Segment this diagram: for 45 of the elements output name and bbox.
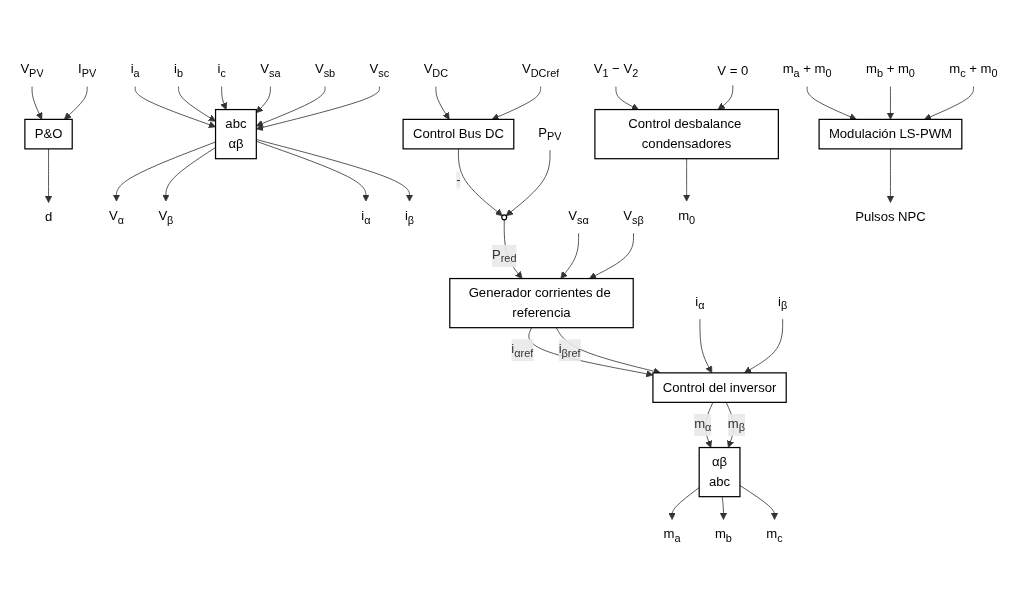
node-box: P&O <box>24 119 73 150</box>
node-text: m$_{a}$ + m$_{0}$ <box>782 62 832 80</box>
node-box: Modulación LS-PWM <box>818 119 963 150</box>
node-text: V$_{DC}$ <box>423 62 449 80</box>
node-text: I$_{PV}$ <box>78 62 97 80</box>
node-text: d <box>44 210 53 225</box>
node-text: m$_{c}$ + m$_{0}$ <box>949 62 998 80</box>
node-text: P$_{PV}$ <box>538 125 562 144</box>
node-text: m$_{0}$ <box>678 209 696 227</box>
node-box: Control Bus DC <box>402 119 515 150</box>
node-text: i$_{β}$ <box>404 209 415 227</box>
node-circle <box>501 214 508 221</box>
edge-label: P$_{red}$ <box>491 247 517 266</box>
node-text: m$_{b}$ + m$_{0}$ <box>866 62 915 80</box>
node-text: Pulsos NPC <box>855 210 926 225</box>
node-text: V$_{PV}$ <box>20 62 44 80</box>
node-text: V$_{sa}$ <box>260 62 281 80</box>
node-box: abc αβ <box>214 109 257 160</box>
edge-label: m$_{α}$ <box>694 416 712 434</box>
node-text: V$_{β}$ <box>158 209 174 227</box>
node-text: i$_{c}$ <box>217 62 226 80</box>
node-text: m$_{c}$ <box>766 527 783 545</box>
node-text: V$_{sβ}$ <box>623 209 644 227</box>
node-box: Generador corrientes de referencia <box>449 278 634 329</box>
node-text: V$_{DCref}$ <box>522 62 560 80</box>
node-text: i$_{β}$ <box>778 294 788 313</box>
edge-label: - <box>456 173 461 187</box>
node-text: i$_{a}$ <box>130 62 140 80</box>
node-text: i$_{α}$ <box>695 294 705 313</box>
node-text: m$_{b}$ <box>714 527 732 545</box>
edge-label: m$_{β}$ <box>727 416 745 434</box>
node-text: i$_{α}$ <box>361 209 371 227</box>
edge-label: i$_{αref}$ <box>511 341 534 360</box>
node-text: V = 0 <box>717 63 749 78</box>
node-text: V$_{sα}$ <box>568 209 589 227</box>
node-text: i$_{b}$ <box>174 62 184 80</box>
node-box: αβ abc <box>698 447 741 498</box>
node-text: V$_{sb}$ <box>314 62 336 80</box>
node-box: Control desbalance condensadores <box>594 109 779 160</box>
node-text: m$_{a}$ <box>663 527 681 545</box>
node-text: V$_{sc}$ <box>369 62 390 80</box>
node-text: V$_{1}$ − V$_{2}$ <box>593 62 639 80</box>
edge-label: i$_{βref}$ <box>558 341 581 360</box>
node-text: V$_{α}$ <box>108 209 124 227</box>
node-box: Control del inversor <box>652 372 787 404</box>
